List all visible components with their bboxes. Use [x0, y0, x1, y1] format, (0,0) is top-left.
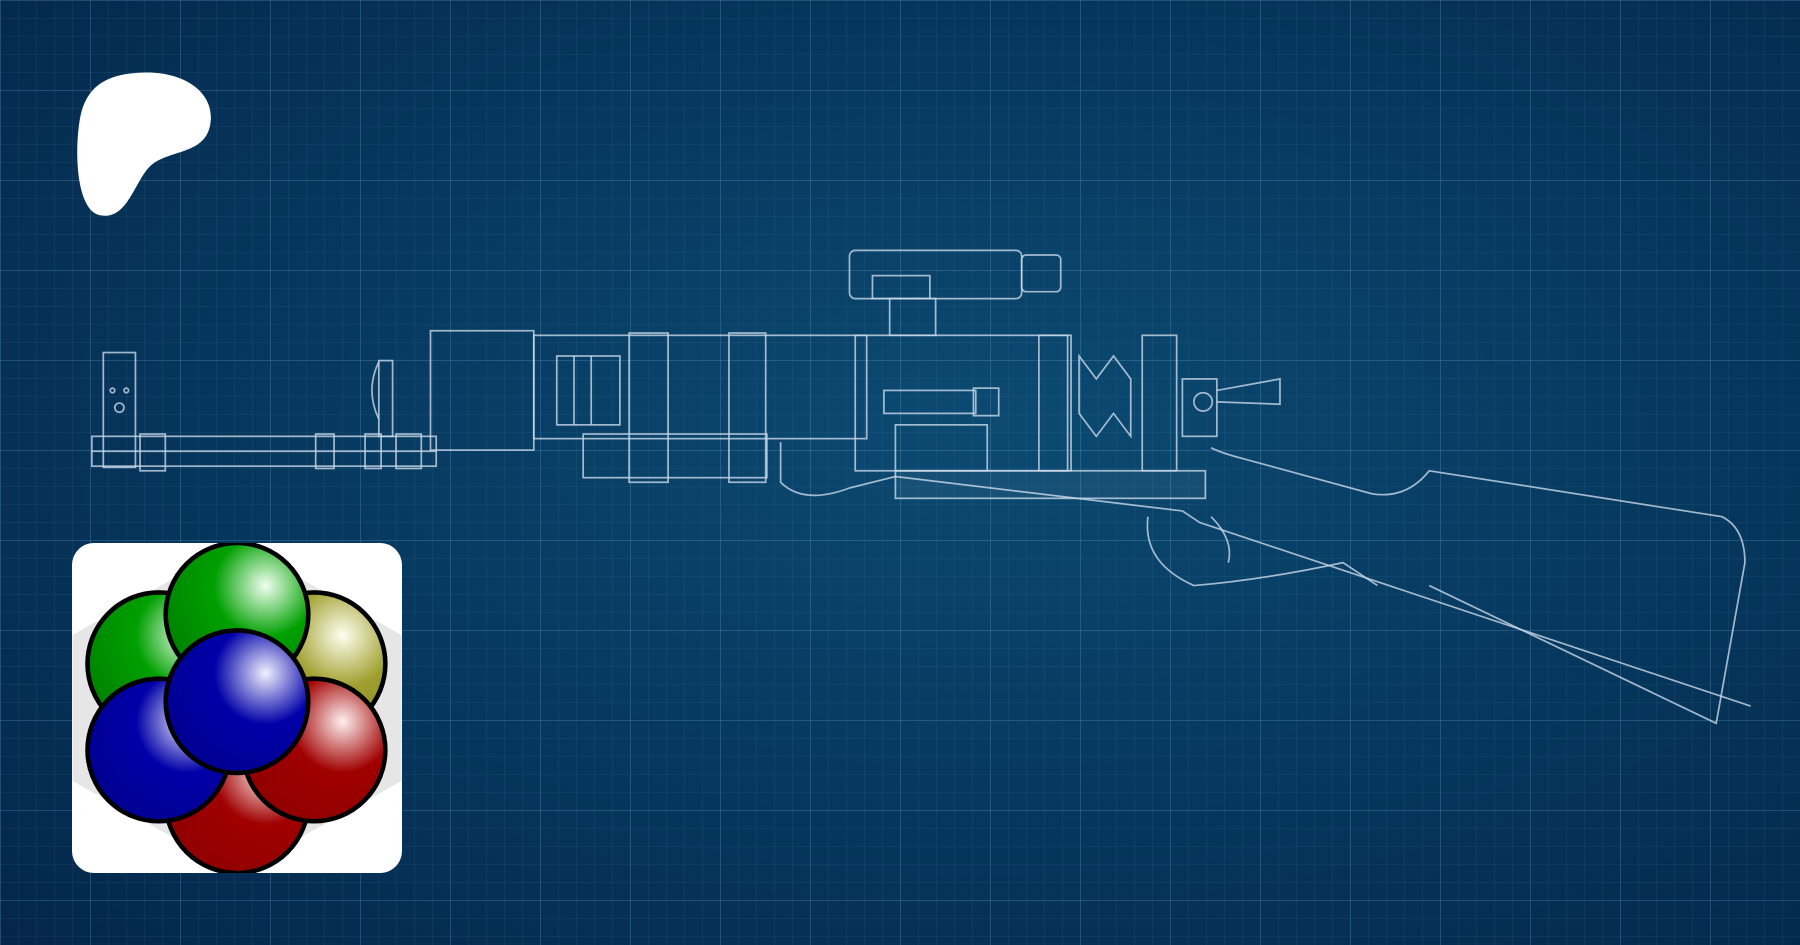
- patreon-logo-icon: [77, 72, 211, 216]
- avatar: [72, 543, 402, 873]
- colored-spheres-icon: [72, 543, 402, 873]
